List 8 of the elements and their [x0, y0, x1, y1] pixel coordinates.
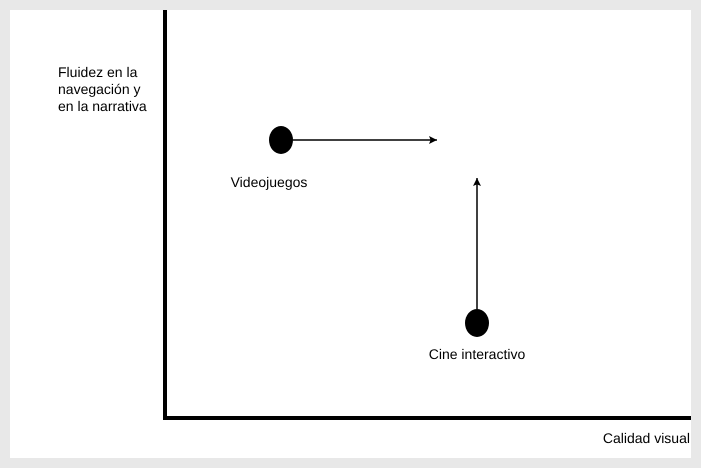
point-label: Videojuegos — [230, 174, 308, 191]
dot-marker — [465, 309, 489, 337]
arrow — [473, 178, 481, 309]
y-axis-label: Fluidez en la navegación y en la narrativa — [58, 64, 148, 115]
x-axis-label: Calidad visual — [602, 430, 690, 447]
arrow — [293, 136, 437, 144]
point-label: Cine interactivo — [428, 346, 526, 363]
dot-marker — [269, 126, 293, 154]
